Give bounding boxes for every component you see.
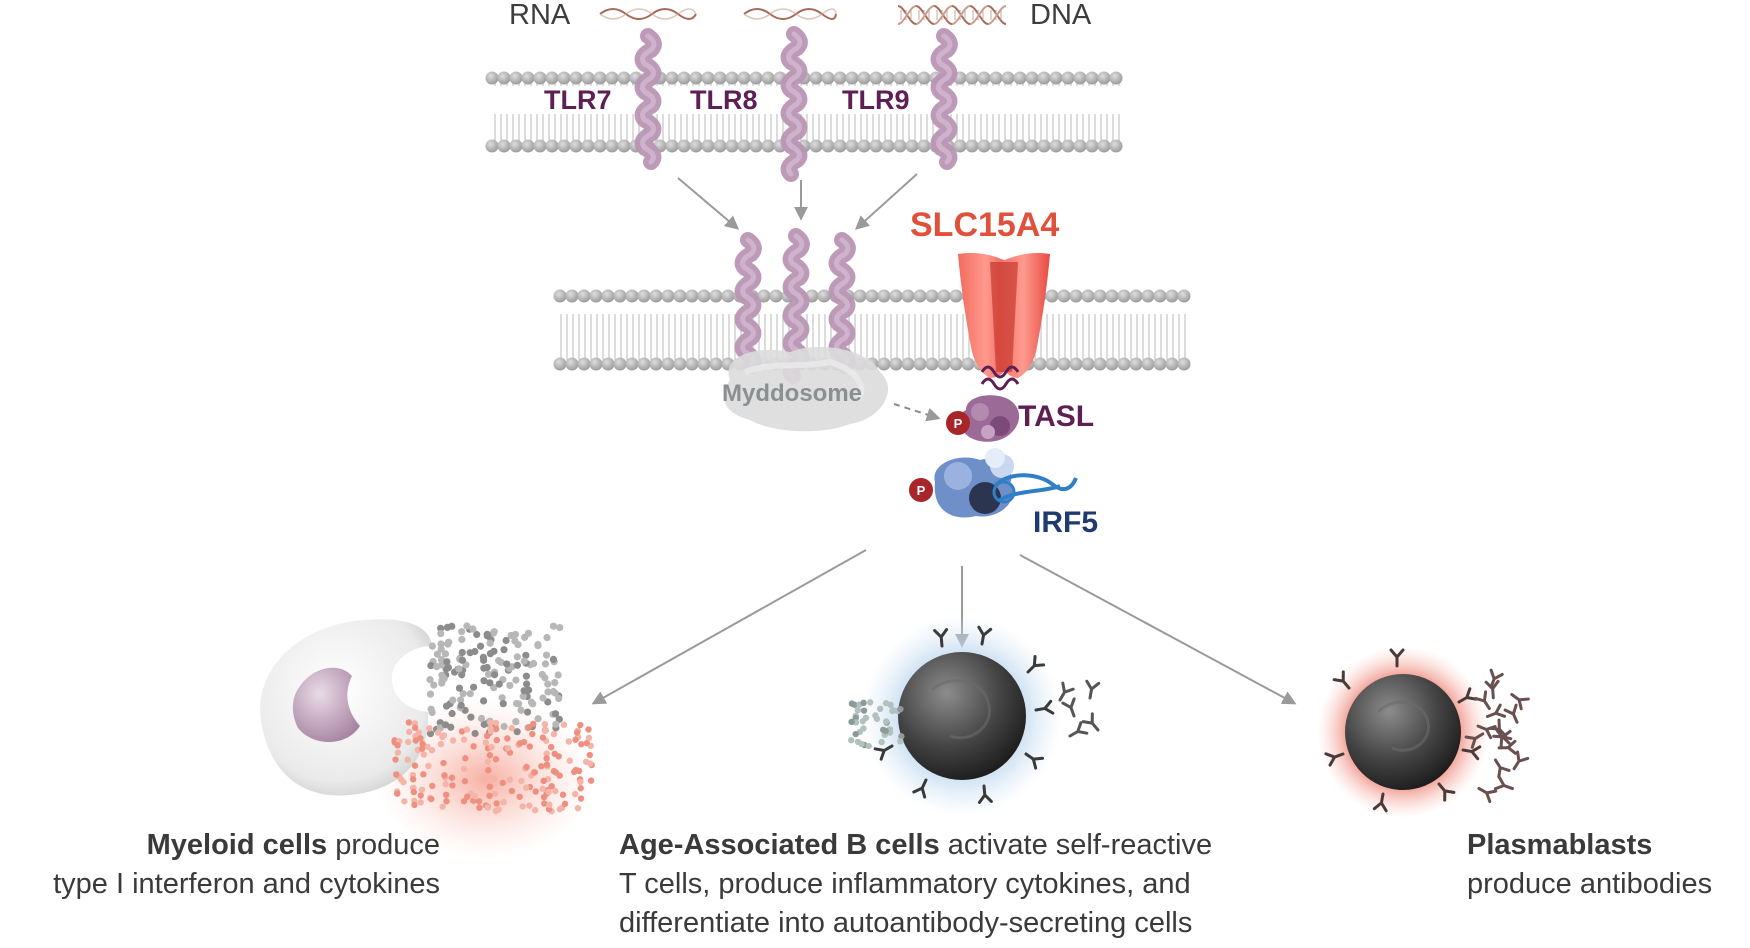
plasmablast-caption-bold: Plasmablasts — [1467, 829, 1653, 861]
tlr-receptor-icon — [634, 28, 662, 170]
rna-label: RNA — [509, 0, 571, 31]
tasl-label: TASL — [1018, 400, 1095, 433]
antibody-icon — [873, 744, 894, 761]
slc15a4-transporter — [958, 253, 1050, 378]
svg-text:P: P — [917, 483, 926, 498]
slc15a4-label: SLC15A4 — [910, 206, 1060, 244]
antibody-icon — [1512, 750, 1530, 771]
antibody-icon — [1085, 679, 1101, 700]
antibody-icon — [933, 628, 949, 648]
tlr9-label: TLR9 — [842, 85, 910, 115]
antibody-icon — [1324, 752, 1345, 767]
dna-helix-icon — [897, 5, 1007, 25]
antibody-icon — [1461, 745, 1482, 761]
antibody-icon — [1494, 727, 1513, 748]
plasmablast-illustration — [1317, 646, 1530, 818]
tlr-receptor-icon — [828, 232, 856, 374]
antibody-icon — [1332, 670, 1351, 690]
antibody-icon — [1026, 654, 1046, 674]
antibody-icon — [1497, 739, 1517, 755]
tlr7-label: TLR7 — [544, 85, 612, 115]
antibody-icon — [1503, 703, 1519, 724]
plasma-membrane — [553, 289, 1191, 371]
irf5-protein — [934, 448, 1078, 518]
rna-strand-icon — [599, 8, 697, 20]
irf5-label: IRF5 — [1033, 506, 1099, 539]
antibody-icon — [912, 778, 928, 799]
abc-caption-line2: T cells, produce inflammatory cytokines,… — [619, 868, 1191, 900]
antibody-icon — [977, 784, 993, 804]
svg-text:P: P — [954, 416, 963, 431]
myddosome-complex — [724, 346, 889, 432]
abc-caption: Age-Associated B cells activate self-rea… — [619, 826, 1299, 943]
myeloid-cell-illustration — [260, 619, 596, 859]
myddosome-label: Myddosome — [722, 380, 863, 407]
myeloid-caption-line2: type I interferon and cytokines — [53, 868, 440, 900]
antibody-icon — [1081, 712, 1100, 732]
myddosome-arrow — [893, 403, 941, 422]
antibody-icon — [1474, 690, 1491, 710]
plasmablast-caption: Plasmablasts produce antibodies — [1467, 826, 1747, 904]
phospho-mark: P — [909, 478, 933, 502]
converge-arrows — [677, 173, 918, 230]
antibody-icon — [1372, 792, 1388, 813]
myeloid-caption-bold: Myeloid cells — [146, 829, 328, 861]
b-cell-illustration — [848, 616, 1101, 816]
abc-caption-bold: Age-Associated B cells — [619, 829, 940, 861]
tasl-protein — [958, 365, 1020, 442]
tlr-receptor-icon — [780, 26, 808, 182]
phospho-mark: P — [946, 411, 970, 435]
myeloid-caption: Myeloid cells produce type I interferon … — [0, 826, 440, 904]
myeloid-caption-rest: produce — [327, 829, 440, 861]
dna-label: DNA — [1030, 0, 1092, 31]
antibody-icon — [1058, 681, 1075, 702]
tlr8-label: TLR8 — [690, 85, 758, 115]
antibody-icon — [1464, 732, 1485, 749]
antibody-icon — [1068, 721, 1089, 738]
antibody-icon — [1477, 786, 1498, 804]
tlr-receptor-icon — [734, 232, 762, 374]
antibody-icon — [1484, 679, 1500, 700]
antibody-icon — [1061, 697, 1076, 718]
antibody-icon — [1510, 693, 1530, 711]
antibody-icon — [1485, 703, 1507, 718]
plasmablast-caption-line2: produce antibodies — [1467, 868, 1713, 900]
abc-caption-rest: activate self-reactive — [939, 829, 1213, 861]
tlr-receptor-icon — [930, 28, 958, 170]
endosome-membrane — [485, 71, 1123, 153]
antibody-icon — [1034, 699, 1055, 715]
antibody-icon — [1024, 752, 1045, 770]
antibody-icon — [1493, 758, 1511, 779]
antibody-icon — [1493, 775, 1514, 791]
antibody-icon — [1389, 648, 1405, 668]
abc-caption-line3: differentiate into autoantibody-secretin… — [619, 907, 1193, 939]
rna-strand-icon — [743, 8, 837, 20]
antibody-icon — [977, 625, 993, 646]
antibody-icon — [1437, 782, 1456, 802]
